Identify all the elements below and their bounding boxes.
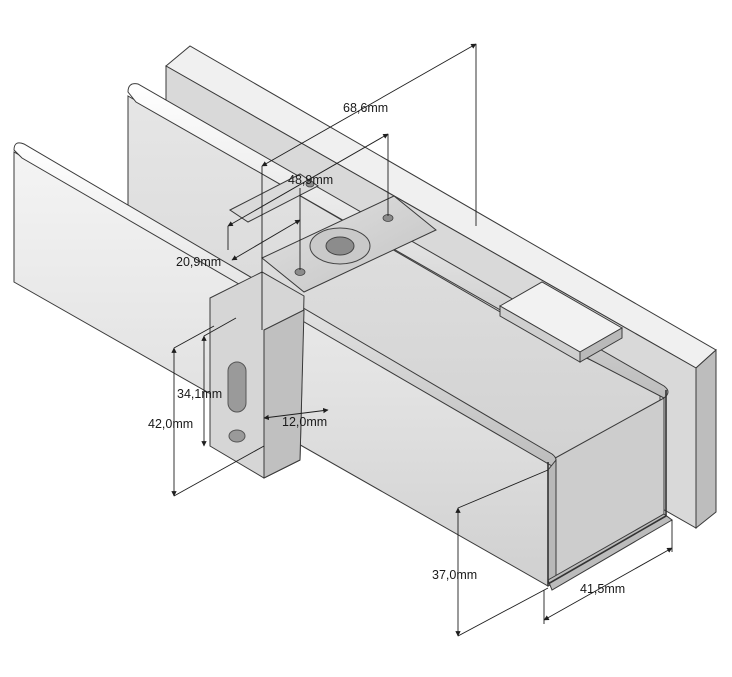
dim-41-5: 41,5mm	[580, 582, 625, 596]
dim-68-6: 68,6mm	[343, 101, 388, 115]
dim-12-0: 12,0mm	[282, 415, 327, 429]
dim-34-1: 34,1mm	[177, 387, 222, 401]
slot-hole	[227, 361, 247, 413]
dim-48-9: 48,9mm	[288, 173, 333, 187]
dim-37-0: 37,0mm	[432, 568, 477, 582]
clip-block	[498, 281, 624, 363]
dimension-lines	[171, 43, 673, 637]
dim-42-0: 42,0mm	[148, 417, 193, 431]
dim-20-9: 20,9mm	[176, 255, 221, 269]
bolt-hole	[228, 429, 246, 443]
dimension-labels: 68,6mm 48,9mm 20,9mm 34,1mm 42,0mm 12,0m…	[148, 101, 625, 596]
